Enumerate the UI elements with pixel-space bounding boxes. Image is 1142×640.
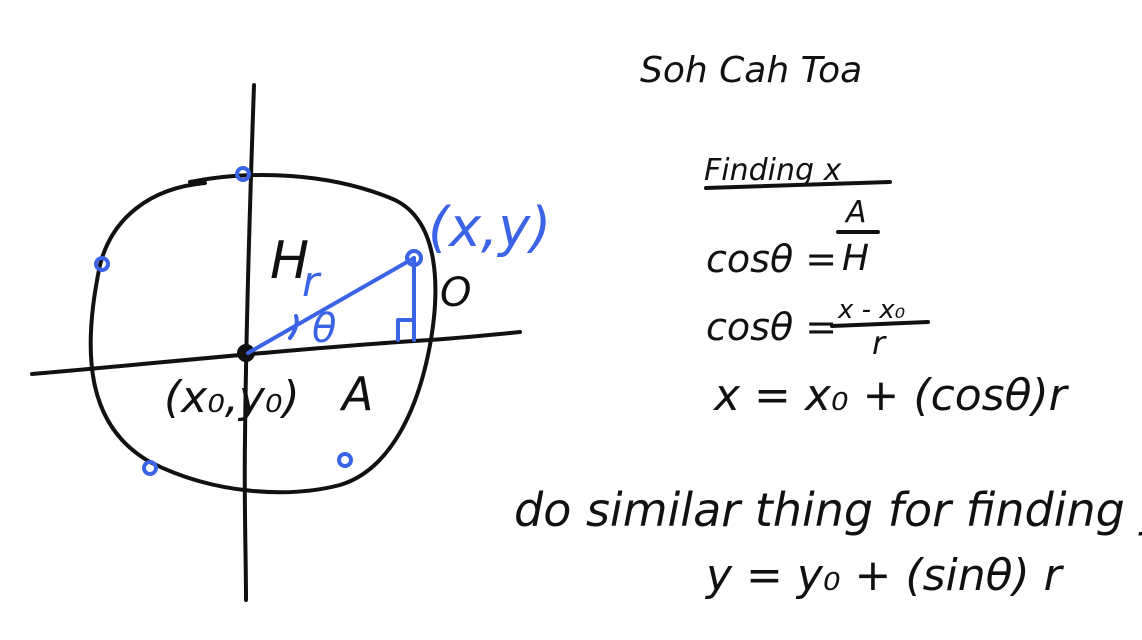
horizontal-axis: [30, 330, 522, 376]
point-xy-label: (x,y): [428, 196, 551, 259]
opposite-label: O: [440, 270, 471, 316]
eq4: y = y₀ + (sinθ) r: [704, 550, 1065, 601]
circle: [88, 173, 438, 495]
adjacent-label: A: [339, 367, 373, 421]
eq1-left: cosθ =: [706, 237, 837, 281]
circle-diagram: H r θ O A (x₀,y₀) (x,y): [30, 83, 551, 602]
circle-point-bottom-left: [142, 460, 158, 476]
radius-label: r: [302, 257, 322, 306]
finding-x-heading: Finding x: [704, 153, 842, 188]
eq1-numerator: A: [844, 195, 867, 230]
eq2-left: cosθ =: [706, 305, 837, 349]
point-xy-marker: [405, 249, 423, 267]
circle-point-bottom-right: [337, 452, 353, 468]
eq1-denominator: H: [842, 238, 869, 279]
vertical-axis: [242, 83, 256, 602]
notes: Soh Cah Toa Finding x cosθ = A H cosθ = …: [514, 50, 1142, 601]
circle-point-top: [235, 166, 251, 182]
eq2-denominator: r: [872, 324, 887, 362]
similar-note: do similar thing for finding y: [514, 483, 1142, 537]
center-label: (x₀,y₀): [164, 372, 300, 423]
circle-point-left: [94, 256, 110, 272]
eq2-fraction-bar: [830, 320, 930, 328]
right-angle-marker: [396, 318, 416, 342]
eq3: x = x₀ + (cosθ)r: [712, 370, 1070, 421]
eq2-numerator: x - x₀: [837, 295, 906, 325]
radius-line: [246, 256, 416, 355]
mnemonic: Soh Cah Toa: [640, 50, 862, 91]
angle-arc: [288, 314, 299, 340]
hypotenuse-label: H: [270, 231, 309, 291]
heading-underline: [704, 180, 892, 190]
angle-label: θ: [312, 306, 336, 352]
